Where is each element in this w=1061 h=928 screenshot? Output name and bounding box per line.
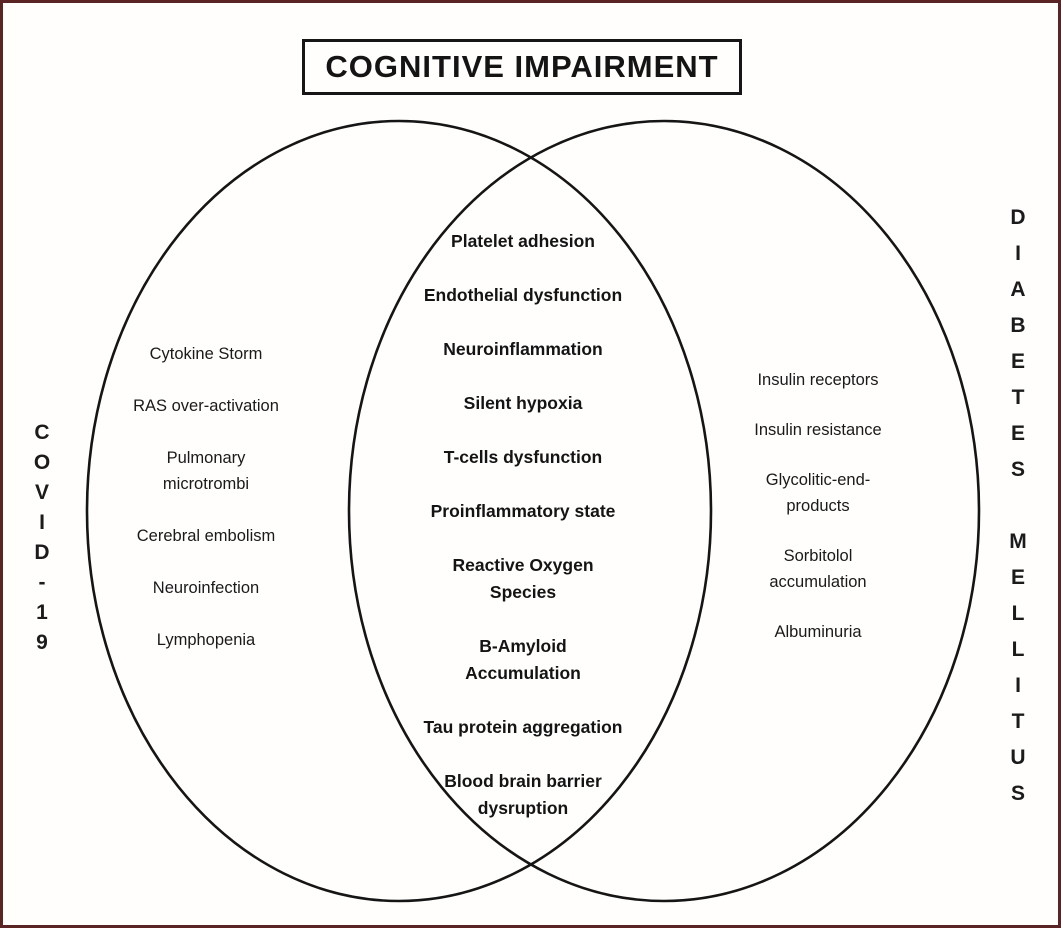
- diagram-title: COGNITIVE IMPAIRMENT: [325, 49, 719, 84]
- diabetes-item: Insulin receptors: [757, 371, 879, 389]
- vertical-letter: T: [1011, 386, 1025, 409]
- vertical-letter: I: [1015, 674, 1021, 697]
- covid-item: Neuroinfection: [152, 579, 260, 597]
- vertical-letter: B: [1010, 314, 1026, 337]
- shared-item: T-cells dysfunction: [443, 447, 603, 467]
- vertical-letter: D: [34, 541, 50, 564]
- covid-item: Cytokine Storm: [149, 345, 263, 363]
- vertical-letter: 1: [36, 601, 48, 624]
- covid-item: Pulmonary microtrombi: [162, 449, 250, 493]
- vertical-letter: E: [1010, 566, 1025, 589]
- vertical-letter: L: [1011, 602, 1025, 625]
- vertical-letter: I: [39, 511, 45, 534]
- vertical-letter: M: [1009, 530, 1027, 553]
- diabetes-item: Glycolitic-end- products: [765, 471, 871, 515]
- vertical-letter: D: [1010, 206, 1026, 229]
- vertical-letter: I: [1015, 242, 1021, 265]
- vertical-letter: C: [34, 421, 50, 444]
- shared-item: Reactive Oxygen Species: [452, 555, 594, 602]
- shared-item: Silent hypoxia: [463, 393, 583, 413]
- shared-item: Proinflammatory state: [430, 501, 616, 521]
- shared-item: Endothelial dysfunction: [423, 285, 623, 305]
- vertical-letter: S: [1010, 782, 1025, 805]
- vertical-letter: -: [38, 571, 46, 594]
- shared-item: Neuroinflammation: [443, 339, 603, 359]
- vertical-letter: A: [1010, 278, 1026, 301]
- diabetes-circle: [347, 119, 981, 903]
- vertical-letter: 9: [36, 631, 48, 654]
- vertical-letter: S: [1010, 458, 1025, 481]
- covid-circle: [85, 119, 713, 903]
- title-box: COGNITIVE IMPAIRMENT: [302, 39, 742, 95]
- vertical-letter: T: [1011, 710, 1025, 733]
- vertical-letter: E: [1010, 422, 1025, 445]
- vertical-letter: [999, 488, 1037, 524]
- shared-item: Platelet adhesion: [451, 231, 595, 251]
- covid-item: Lymphopenia: [156, 631, 256, 649]
- vertical-letter: O: [33, 451, 51, 474]
- vertical-letter: V: [34, 481, 49, 504]
- shared-item: B-Amyloid Accumulation: [465, 636, 581, 683]
- covid-item: Cerebral embolism: [136, 527, 276, 545]
- vertical-letter: L: [1011, 638, 1025, 661]
- covid-item: RAS over-activation: [133, 397, 279, 415]
- venn-circles: [85, 119, 981, 903]
- diabetes-item: Insulin resistance: [754, 421, 882, 439]
- vertical-letter: E: [1010, 350, 1025, 373]
- shared-item: Blood brain barrier dysruption: [444, 771, 602, 818]
- vertical-letter: U: [1010, 746, 1026, 769]
- shared-item: Tau protein aggregation: [423, 717, 623, 737]
- diabetes-item: Sorbitolol accumulation: [769, 547, 867, 591]
- diabetes-item: Albuminuria: [774, 623, 862, 641]
